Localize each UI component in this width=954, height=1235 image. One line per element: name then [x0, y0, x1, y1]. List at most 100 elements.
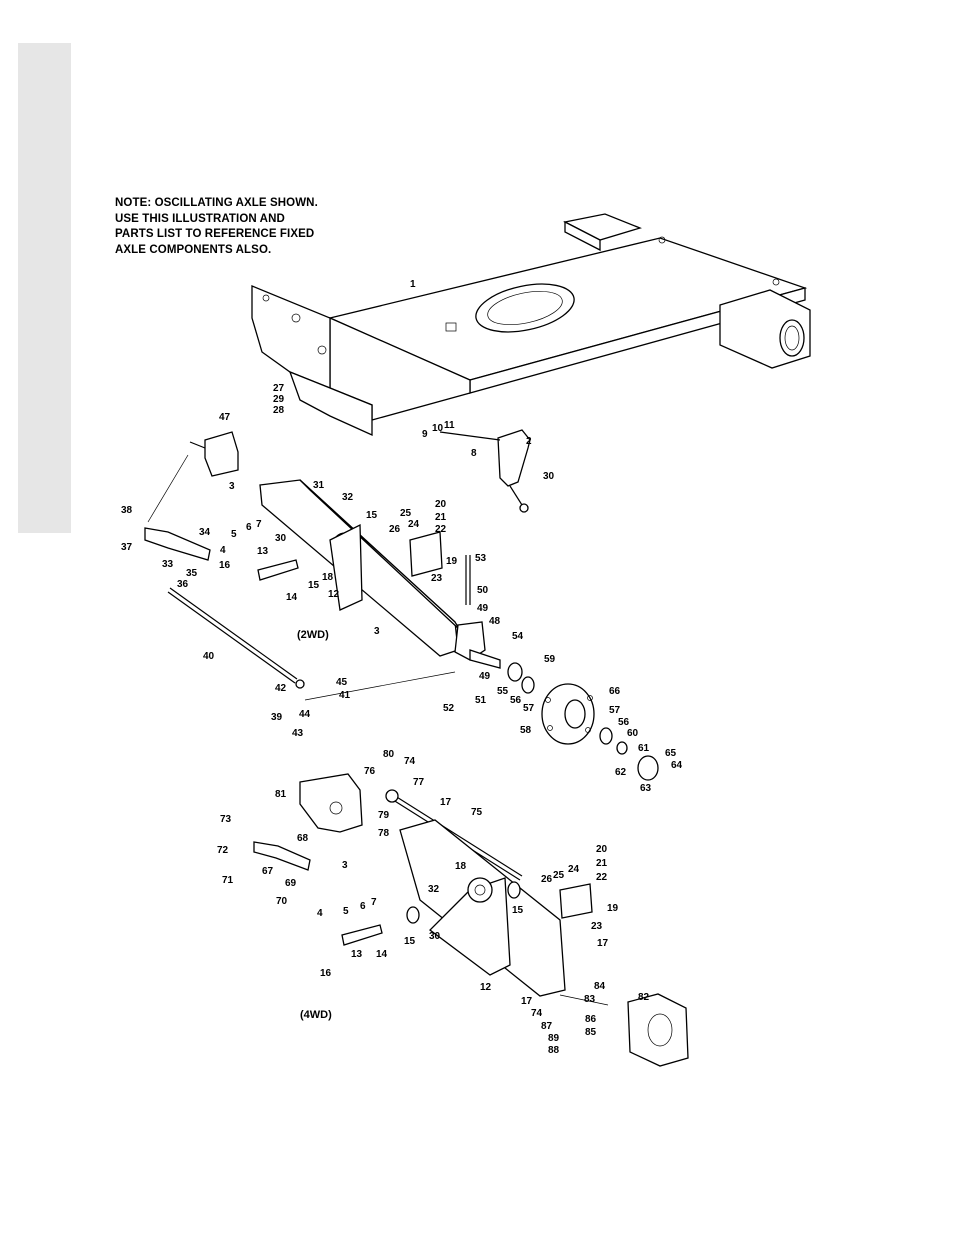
- callout-74b: 74: [531, 1008, 543, 1019]
- callout-60: 60: [627, 728, 639, 739]
- main-frame-part: [251, 213, 811, 437]
- callout-87: 87: [541, 1021, 553, 1032]
- callout-61: 61: [638, 743, 650, 754]
- callout-20b: 20: [596, 844, 608, 855]
- callout-53: 53: [475, 553, 487, 564]
- callout-45: 45: [336, 677, 348, 688]
- callout-49b: 49: [479, 671, 491, 682]
- callout-56: 56: [510, 695, 522, 706]
- callout-70: 70: [276, 896, 288, 907]
- callout-3b: 3: [374, 626, 380, 637]
- callout-2: 2: [526, 436, 532, 447]
- callout-74: 74: [404, 756, 416, 767]
- callout-32b: 32: [428, 884, 440, 895]
- callout-67: 67: [262, 866, 274, 877]
- callout-24b: 24: [568, 864, 580, 875]
- callout-42: 42: [275, 683, 287, 694]
- callout-5: 5: [231, 529, 237, 540]
- callout-37: 37: [121, 542, 133, 553]
- callout-10: 10: [432, 423, 444, 434]
- callout-86: 86: [585, 1014, 597, 1025]
- callout-5b: 5: [343, 906, 349, 917]
- callout-35: 35: [186, 568, 198, 579]
- callout-66: 66: [609, 686, 621, 697]
- callout-84: 84: [594, 981, 606, 992]
- callout-78: 78: [378, 828, 390, 839]
- callout-9: 9: [422, 429, 428, 440]
- callout-30b: 30: [275, 533, 287, 544]
- callout-26b: 26: [541, 874, 553, 885]
- callout-80: 80: [383, 749, 395, 760]
- callout-41: 41: [339, 690, 351, 701]
- callout-21: 21: [435, 512, 447, 523]
- callout-13: 13: [257, 546, 269, 557]
- callout-56b: 56: [618, 717, 630, 728]
- callout-13b: 13: [351, 949, 363, 960]
- callout-12: 12: [328, 589, 340, 600]
- callout-31: 31: [313, 480, 325, 491]
- callout-33: 33: [162, 559, 174, 570]
- callout-71: 71: [222, 875, 234, 886]
- callout-62: 62: [615, 767, 627, 778]
- callout-4b: 4: [317, 908, 323, 919]
- callout-8: 8: [471, 448, 477, 459]
- callout-28: 28: [273, 405, 285, 416]
- callout-3c: 3: [342, 860, 348, 871]
- note-line-4: AXLE COMPONENTS ALSO.: [115, 243, 272, 256]
- axle-4wd-assembly: [253, 773, 689, 1067]
- callout-27: 27: [273, 383, 285, 394]
- callout-54: 54: [512, 631, 524, 642]
- callout-75: 75: [471, 807, 483, 818]
- section-label-2wd: (2WD): [297, 629, 329, 641]
- callout-14: 14: [286, 592, 298, 603]
- callout-64: 64: [671, 760, 683, 771]
- callout-72: 72: [217, 845, 229, 856]
- callout-85: 85: [585, 1027, 597, 1038]
- callout-65: 65: [665, 748, 677, 759]
- callout-19: 19: [446, 556, 458, 567]
- callout-40: 40: [203, 651, 215, 662]
- callout-49: 49: [477, 603, 489, 614]
- callout-18b: 18: [455, 861, 467, 872]
- callout-11: 11: [444, 420, 455, 431]
- callout-34: 34: [199, 527, 211, 538]
- callout-14b: 14: [376, 949, 388, 960]
- callout-23: 23: [431, 573, 443, 584]
- callout-88: 88: [548, 1045, 560, 1056]
- callout-57: 57: [523, 703, 535, 714]
- callout-15b: 15: [308, 580, 320, 591]
- callout-51: 51: [475, 695, 487, 706]
- callout-44: 44: [299, 709, 311, 720]
- callout-69: 69: [285, 878, 297, 889]
- callout-43: 43: [292, 728, 304, 739]
- axle-2wd-assembly: [144, 431, 659, 781]
- callout-3: 3: [229, 481, 235, 492]
- callout-22b: 22: [596, 872, 608, 883]
- page-margin-bar: [18, 43, 71, 533]
- callout-58: 58: [520, 725, 532, 736]
- callout-21b: 21: [596, 858, 608, 869]
- callout-6b: 6: [360, 901, 366, 912]
- callout-18: 18: [322, 572, 334, 583]
- section-label-4wd: (4WD): [300, 1009, 332, 1021]
- callout-16b: 16: [320, 968, 332, 979]
- callout-77: 77: [413, 777, 425, 788]
- callout-50: 50: [477, 585, 489, 596]
- callout-17b: 17: [597, 938, 609, 949]
- illustration-note: NOTE: OSCILLATING AXLE SHOWN. USE THIS I…: [115, 196, 337, 258]
- callout-1: 1: [410, 279, 416, 290]
- callout-63: 63: [640, 783, 652, 794]
- callout-22: 22: [435, 524, 447, 535]
- callout-15: 15: [366, 510, 378, 521]
- callout-20: 20: [435, 499, 447, 510]
- callout-labels: 1 27 29 28 2 9 10 11 8 30 47 3 31 32 15 …: [121, 279, 683, 1056]
- callout-30c: 30: [429, 931, 441, 942]
- callout-57b: 57: [609, 705, 621, 716]
- callout-17c: 17: [521, 996, 533, 1007]
- callout-52: 52: [443, 703, 455, 714]
- note-line-2: USE THIS ILLUSTRATION AND: [115, 212, 285, 225]
- callout-12b: 12: [480, 982, 492, 993]
- callout-59: 59: [544, 654, 556, 665]
- callout-48: 48: [489, 616, 501, 627]
- callout-76: 76: [364, 766, 376, 777]
